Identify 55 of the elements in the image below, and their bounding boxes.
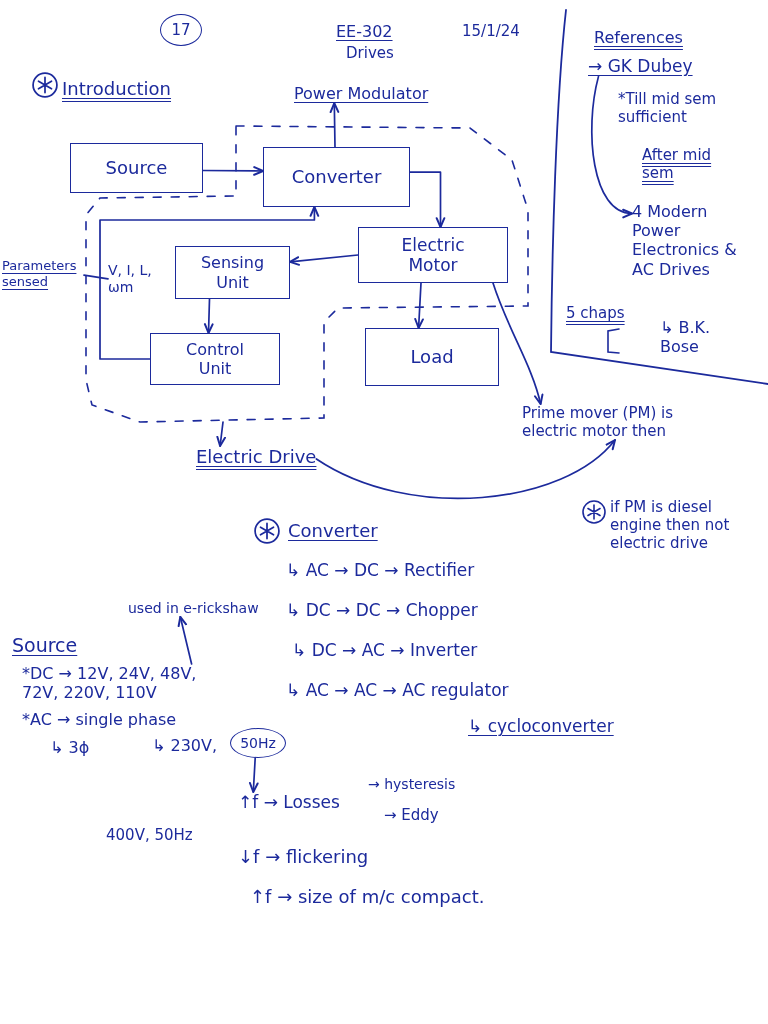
process-box: Load <box>365 328 499 386</box>
side-note: → Eddy <box>384 806 439 824</box>
arrow <box>492 282 544 405</box>
note-text: Prime mover (PM) is electric motor then <box>522 404 708 440</box>
block-label: Electric Drive <box>196 446 317 468</box>
note-text: ↓f → flickering <box>238 846 369 868</box>
arrow <box>409 171 446 228</box>
note-text: if PM is diesel engine then not electric drive <box>610 498 731 552</box>
note-text: ↳ B.K. Bose <box>660 318 712 357</box>
list-item: ↳ DC → AC → Inverter <box>292 640 478 661</box>
arrow <box>248 757 259 793</box>
list-item: *AC → single phase <box>22 710 177 730</box>
process-box: Converter <box>263 147 410 207</box>
side-note: ↳ 230V, <box>152 736 218 756</box>
list-item: ↳ DC → DC → Chopper <box>286 600 478 621</box>
list-item: ↳ AC → DC → Rectifier <box>286 560 475 581</box>
process-box: Sensing Unit <box>175 246 290 299</box>
note-text: *Till mid sem sufficient <box>618 90 718 126</box>
panel-heading: References <box>594 28 683 48</box>
note-text: 400V, 50Hz <box>106 826 193 844</box>
list-item: ↳ cycloconverter <box>468 716 614 737</box>
reference-text: → GK Dubey <box>588 56 693 77</box>
arrow <box>315 439 616 500</box>
reference-text: 4 Modern Power Electronics & AC Drives <box>632 202 756 279</box>
date-text: 15/1/24 <box>462 22 520 40</box>
arrow <box>203 298 214 334</box>
arrow <box>202 166 264 176</box>
subject-title: Drives <box>346 44 394 62</box>
note-text: ↑f → size of m/c compact. <box>250 886 485 908</box>
note-text: ↳ 3ϕ <box>50 738 90 758</box>
arrow <box>289 254 359 266</box>
section-heading: Converter <box>288 520 378 542</box>
process-box: Electric Motor <box>358 227 508 283</box>
side-note: → hysteresis <box>368 776 456 793</box>
note-text: used in e-rickshaw <box>128 600 259 617</box>
arrow <box>177 615 193 665</box>
list-item: ↳ AC → AC → AC regulator <box>286 680 509 701</box>
process-box: Control Unit <box>150 333 280 385</box>
arrow <box>216 421 226 447</box>
arrow <box>591 75 633 217</box>
note-text: Parameters sensed <box>2 258 84 290</box>
process-box: Source <box>70 143 203 193</box>
block-label: Power Modulator <box>294 84 429 104</box>
arrow <box>99 206 320 360</box>
section-heading: Introduction <box>62 78 171 100</box>
note-text: After mid sem <box>642 146 713 182</box>
note-text: ↑f → Losses <box>238 792 340 813</box>
connector-line <box>83 274 109 280</box>
list-item: *DC → 12V, 24V, 48V, 72V, 220V, 110V <box>22 664 234 703</box>
arrow <box>414 282 424 329</box>
course-code: EE-302 <box>336 22 393 42</box>
section-heading: Source <box>12 634 78 657</box>
arrow <box>329 102 340 148</box>
note-text: 5 chaps <box>566 304 625 322</box>
signal-label: V, I, L, ωm <box>108 262 170 296</box>
